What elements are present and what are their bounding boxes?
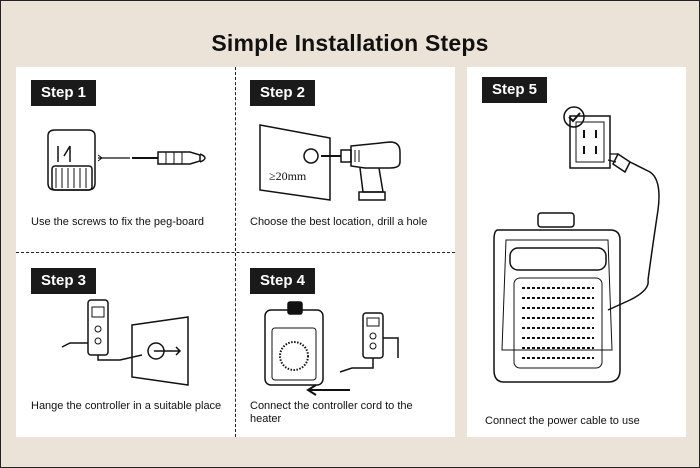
controller-hang-illustration	[61, 299, 189, 386]
step-4-caption: Connect the controller cord to the heate…	[250, 400, 413, 425]
step-4-badge: Step 4	[250, 268, 316, 294]
wall-drill-illustration: ≥20mm	[259, 124, 401, 201]
heater-controller-illustration	[264, 301, 399, 396]
step-1-caption: Use the screws to fix the peg-board	[31, 216, 205, 228]
step-3-badge: Step 3	[31, 268, 97, 294]
horizontal-divider	[16, 252, 455, 253]
heater-power-illustration	[493, 106, 660, 383]
step-5-badge: Step 5	[482, 77, 548, 103]
step-2-caption: Choose the best location, drill a hole	[250, 216, 428, 228]
pegboard-screwdriver-illustration	[47, 129, 206, 191]
step-1-badge: Step 1	[31, 80, 97, 106]
step-2-badge: Step 2	[250, 80, 316, 106]
hole-size-label: ≥20mm	[269, 169, 307, 183]
page-title: Simple Installation Steps	[211, 30, 489, 56]
step-3-caption: Hange the controller in a suitable place	[31, 400, 222, 412]
step-5-caption: Connect the power cable to use	[485, 415, 640, 427]
